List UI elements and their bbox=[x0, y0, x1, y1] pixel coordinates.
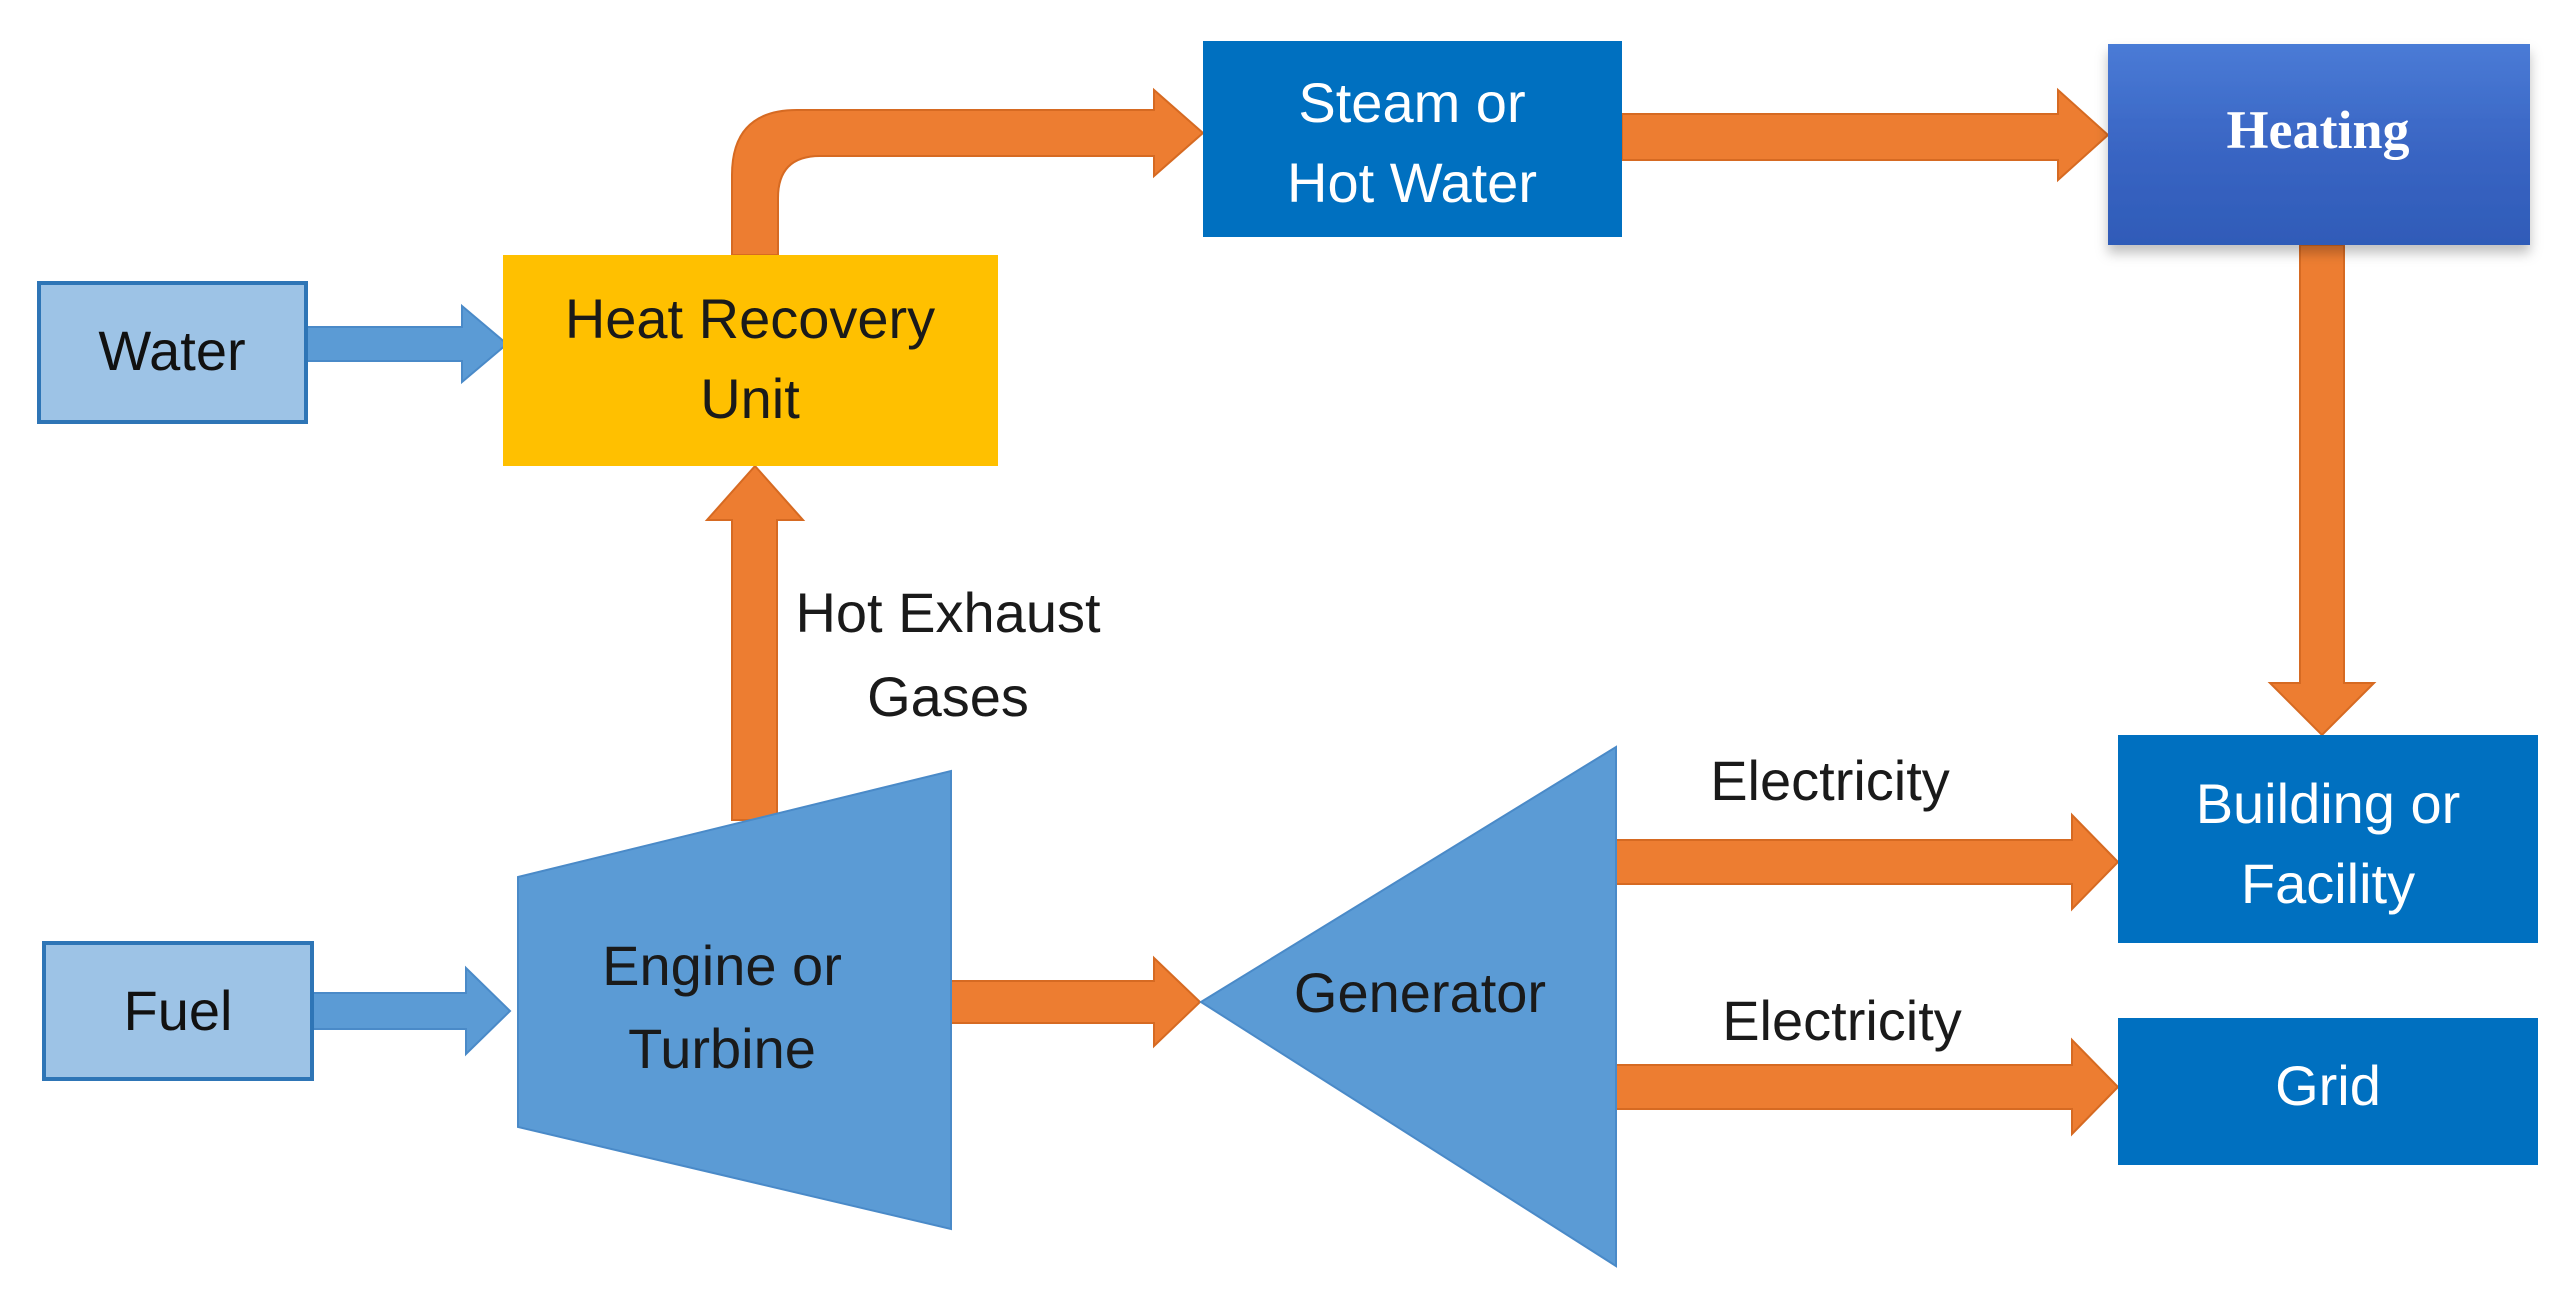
building-label-line2: Facility bbox=[2241, 852, 2415, 915]
water-label: Water bbox=[98, 319, 245, 382]
exhaust-label-line1: Hot Exhaust bbox=[795, 581, 1100, 644]
electricity-building-label: Electricity bbox=[1710, 749, 1950, 812]
engine-label-line1: Engine or bbox=[602, 934, 842, 997]
steam-label-line2: Hot Water bbox=[1287, 151, 1537, 214]
heating-label: Heating bbox=[2227, 100, 2410, 160]
exhaust-label-line2: Gases bbox=[867, 665, 1029, 728]
heating-node: Heating bbox=[2108, 44, 2530, 245]
hru-to-steam-arrow bbox=[731, 87, 1205, 256]
steam-to-heating-arrow bbox=[1621, 87, 2110, 183]
building-node: Building or Facility bbox=[2118, 735, 2538, 943]
grid-label: Grid bbox=[2275, 1054, 2381, 1117]
grid-node: Grid bbox=[2118, 1018, 2538, 1165]
fuel-label: Fuel bbox=[124, 979, 233, 1042]
fuel-node: Fuel bbox=[42, 941, 314, 1081]
generator-to-grid-arrow bbox=[1615, 1037, 2120, 1137]
heating-to-building-arrow bbox=[2267, 244, 2377, 737]
engine-to-generator-arrow bbox=[950, 955, 1202, 1049]
heat-recovery-node: Heat Recovery Unit bbox=[503, 255, 998, 466]
electricity-grid-label: Electricity bbox=[1722, 989, 1962, 1052]
heat-recovery-label-line1: Heat Recovery bbox=[565, 287, 935, 350]
engine-label-line2: Turbine bbox=[628, 1017, 816, 1080]
fuel-to-engine-arrow bbox=[311, 965, 512, 1057]
generator-label: Generator bbox=[1294, 961, 1546, 1024]
engine-node: Engine or Turbine bbox=[517, 769, 952, 1231]
heat-recovery-label-line2: Unit bbox=[700, 367, 800, 430]
steam-label-line1: Steam or bbox=[1298, 71, 1525, 134]
generator-node: Generator bbox=[1199, 745, 1617, 1268]
water-to-hru-arrow bbox=[305, 303, 509, 385]
water-node: Water bbox=[37, 281, 308, 424]
exhaust-to-hru-arrow bbox=[704, 464, 806, 821]
generator-to-building-arrow bbox=[1615, 812, 2120, 912]
building-label-line1: Building or bbox=[2196, 772, 2461, 835]
steam-node: Steam or Hot Water bbox=[1203, 41, 1622, 237]
